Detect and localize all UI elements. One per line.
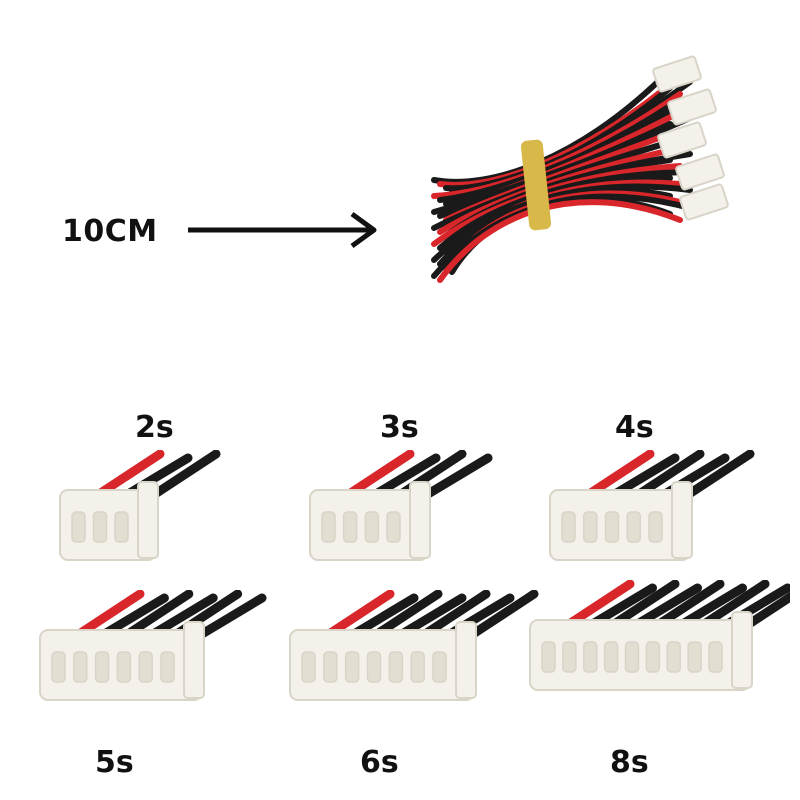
connector-5s-image — [39, 590, 267, 701]
connector-8s: 8s — [520, 580, 790, 780]
connector-8s-image — [529, 580, 790, 691]
connector-6s: 6s — [280, 590, 540, 790]
connector-2s: 2s — [50, 400, 310, 600]
connector-5s: 5s — [30, 590, 290, 790]
length-label: 10CM — [62, 214, 158, 249]
connector-label: 8s — [610, 745, 649, 780]
arrow-right-icon — [188, 211, 377, 249]
connector-label: 3s — [380, 410, 419, 445]
connector-2s-image — [59, 450, 221, 561]
connector-3s-image — [309, 450, 493, 561]
connector-label: 6s — [360, 745, 399, 780]
connector-4s-image — [549, 450, 755, 561]
connector-6s-image — [289, 590, 539, 701]
cable-bundle-image — [431, 55, 729, 283]
connector-4s: 4s — [540, 400, 800, 600]
binding-band — [520, 139, 552, 231]
connector-label: 4s — [615, 410, 654, 445]
connector-label: 5s — [95, 745, 134, 780]
connector-label: 2s — [135, 410, 174, 445]
connector-3s: 3s — [300, 400, 560, 600]
